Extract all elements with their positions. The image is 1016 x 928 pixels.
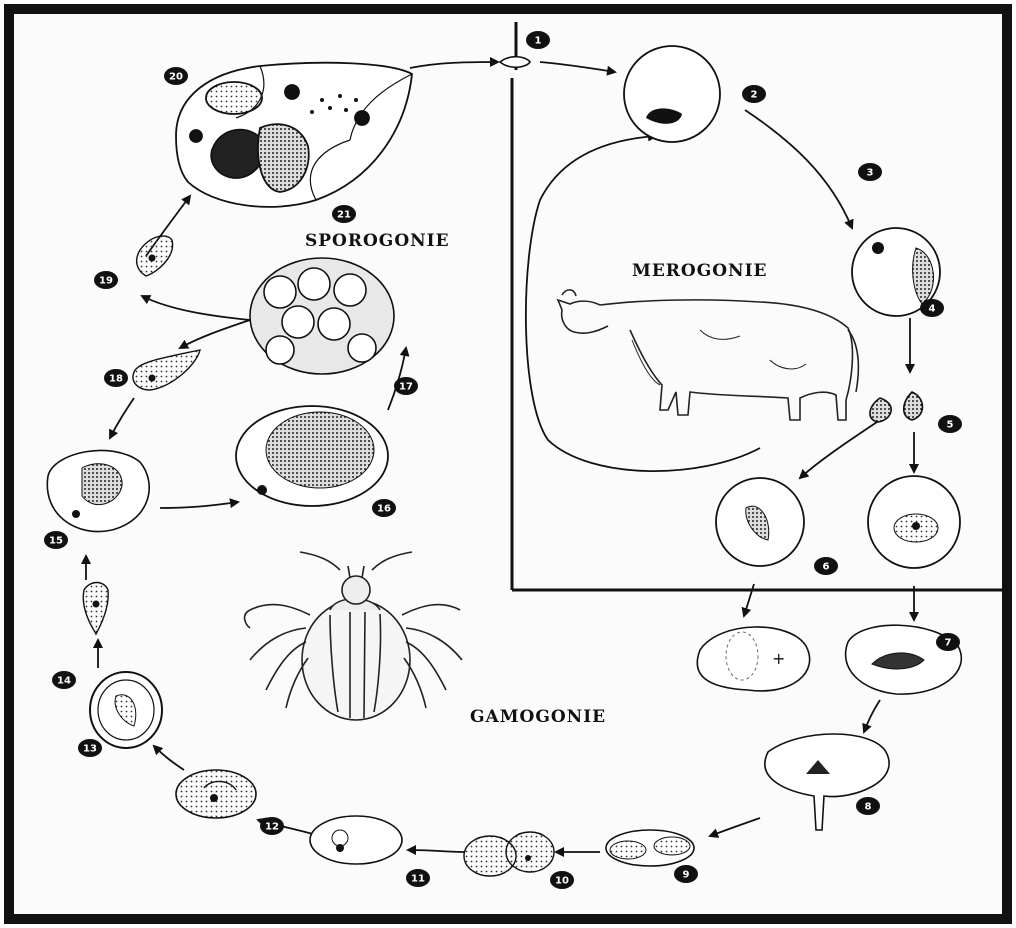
stage-6-erythrocyte [716,478,804,566]
stage-number-14: 14 [57,676,71,687]
stage-8-gut-cell [765,734,889,830]
stage-number-17: 17 [399,382,413,393]
stage-badge-1: 1 [526,31,550,49]
stage-badge-6: 6 [814,557,838,575]
stage-badge-20: 20 [164,67,188,85]
stage-12-cell [176,770,256,818]
label-merogonie: MEROGONIE [632,261,768,281]
stage-1-sporozoite [500,57,530,68]
stage-number-12: 12 [265,822,279,833]
svg-text:+: + [772,649,785,668]
stage-badge-12: 12 [260,817,284,835]
stage-badge-5: 5 [938,415,962,433]
stage-15-cell [47,450,149,531]
stage-badge-3: 3 [858,163,882,181]
stage-7a-gamont: + [697,627,809,691]
stage-number-8: 8 [865,802,872,813]
stage-number-7: 7 [945,638,952,649]
label-sporogonie: SPOROGONIE [305,231,450,251]
stage-10-kinete [464,832,554,876]
stage-number-16: 16 [377,504,391,515]
stage-number-3: 3 [867,168,874,179]
stage-badge-14: 14 [52,671,76,689]
stage-number-6: 6 [823,562,830,573]
stage-badge-7: 7 [936,633,960,651]
stage-badge-15: 15 [44,531,68,549]
stage-badge-16: 16 [372,499,396,517]
stage-17-sporoblasts [250,258,394,374]
stage-number-19: 19 [99,276,113,287]
stage-badge-21: 21 [332,205,356,223]
stage-number-10: 10 [555,876,569,887]
stage-number-11: 11 [411,874,425,885]
stage-badge-11: 11 [406,869,430,887]
cow-illustration [558,290,858,420]
stage-badge-17: 17 [394,377,418,395]
stage-badge-8: 8 [856,797,880,815]
stage-badge-13: 13 [78,739,102,757]
stage-number-15: 15 [49,536,63,547]
stage-number-2: 2 [751,90,758,101]
stage-number-9: 9 [683,870,690,881]
stage-5-merozoites [870,392,923,422]
stage-badge-2: 2 [742,85,766,103]
stage-13-cell [90,672,162,748]
stage-6b-erythrocyte [868,476,960,568]
stage-number-21: 21 [337,210,351,221]
tick-illustration [245,552,462,720]
stage-badge-19: 19 [94,271,118,289]
stage-number-5: 5 [947,420,954,431]
stage-9-zygote [606,830,694,866]
stage-16-cell [236,406,388,506]
stage-number-18: 18 [109,374,123,385]
stage-20-21-salivary-acinus [176,63,412,207]
stage-11-cell [310,816,402,864]
label-gamogonie: GAMOGONIE [470,707,606,727]
stage-badge-4: 4 [920,299,944,317]
stage-2-lymphocyte [624,46,720,142]
stage-badge-9: 9 [674,865,698,883]
stage-number-1: 1 [535,36,542,47]
stage-number-13: 13 [83,744,97,755]
stage-badge-10: 10 [550,871,574,889]
stage-18-kinete [133,350,200,390]
stage-number-20: 20 [169,72,183,83]
stage-19-kinete [137,236,173,276]
stage-number-4: 4 [929,304,936,315]
stage-badge-18: 18 [104,369,128,387]
stage-14-kinete [83,583,108,635]
